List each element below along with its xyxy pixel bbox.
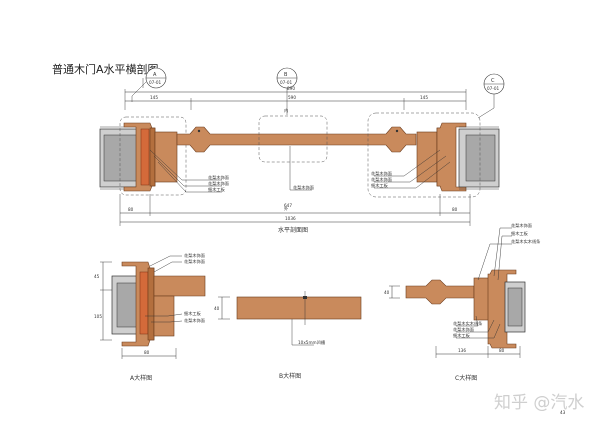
mark-inner: 内: [284, 107, 288, 114]
callout-a-boundary: [119, 116, 187, 196]
detail-c-dim-right: 80: [499, 348, 505, 353]
detail-a-dim-mid: 105: [94, 314, 102, 319]
watermark: 知乎 @汽水: [494, 393, 584, 413]
plan-caption: 水平剖面图: [278, 226, 308, 234]
callout-c-ref: 07-01: [487, 86, 500, 91]
plan-dims-top: 890 145 590 145: [124, 86, 467, 110]
callout-a-letter: A: [153, 72, 157, 78]
plan-left-notes: 花梨木饰面 花梨木饰面 细木工板: [149, 149, 229, 193]
dim-overall: 1036: [285, 216, 296, 221]
plan-right-note-2: 花梨木饰面: [371, 176, 392, 183]
dim-wall-left: 80: [128, 207, 134, 212]
dim-wall-right: 80: [452, 207, 458, 212]
plan-right-notes: 花梨木饰面 花梨木饰面 细木工板: [371, 149, 451, 189]
plan-left-jamb: [123, 122, 178, 192]
plan-right-jamb: [416, 122, 467, 192]
detail-b-dim: 40: [214, 306, 220, 311]
page-number: 43: [560, 410, 566, 415]
detail-a-note-2: 花梨木饰面: [184, 258, 205, 265]
callout-b-ref: 07-01: [280, 80, 293, 85]
callout-b-letter: B: [284, 72, 288, 78]
plan-door-leaf: [176, 126, 417, 153]
detail-a-note-1: 花梨木饰面: [184, 252, 205, 259]
detail-c: 40 136 80 花梨木饰面 细木工板 花梨木实木线条 花梨木实木线条 花梨木…: [384, 222, 541, 358]
drawing-title: 普通木门A水平横剖图: [52, 62, 159, 76]
plan-right-note-1: 花梨木饰面: [371, 170, 392, 177]
callout-a-ref: 07-01: [149, 80, 162, 85]
detail-c-note-4: 花梨木实木线条: [453, 320, 483, 327]
callout-b: B 07-01: [276, 67, 298, 115]
callout-c: C 07-01: [477, 73, 505, 119]
detail-c-note-5: 花梨木饰面: [453, 326, 474, 333]
detail-a-note-4: 花梨木饰面: [184, 317, 205, 324]
detail-a-dim-top: 45: [94, 274, 100, 279]
dim-middle: 590: [288, 95, 296, 100]
dim-left-seg: 145: [150, 95, 158, 100]
plan-dims-bottom: 80 647 80 1036: [119, 194, 471, 226]
plan-left-note-3: 细木工板: [208, 186, 226, 193]
plan-center-note: 花梨木饰面: [289, 146, 314, 191]
detail-c-caption: C大样图: [455, 374, 477, 382]
detail-c-note-6: 细木工板: [453, 332, 471, 339]
detail-a: 45 105 80 花梨木饰面 花梨木饰面 细木工板 花梨木饰面: [94, 252, 206, 359]
dim-total-top: 890: [287, 86, 295, 91]
detail-a-note-3: 细木工板: [184, 310, 202, 317]
callout-b-boundary: [258, 115, 328, 163]
plan-center-note-text: 花梨木饰面: [293, 184, 314, 191]
detail-c-note-3: 花梨木实木线条: [511, 238, 541, 245]
plan-left-note-1: 花梨木饰面: [208, 174, 229, 181]
detail-b: 40 10x5mm凹槽: [214, 291, 362, 346]
dim-right-seg: 145: [420, 95, 428, 100]
dim-clear: 647: [284, 203, 292, 208]
detail-b-caption: B大样图: [279, 372, 301, 380]
detail-a-dim-bottom: 80: [144, 350, 150, 355]
detail-c-dim-left: 136: [458, 348, 466, 353]
detail-c-note-2: 细木工板: [511, 230, 529, 237]
detail-c-note-1: 花梨木饰面: [511, 222, 532, 229]
detail-c-dim-side: 40: [384, 290, 390, 295]
plan-right-wall: [458, 126, 500, 190]
mark-outer: 外: [284, 205, 289, 212]
callout-a: A 07-01: [131, 67, 167, 102]
plan-right-note-3: 细木工板: [371, 182, 389, 189]
callout-c-letter: C: [491, 78, 495, 84]
plan-left-note-2: 花梨木饰面: [208, 180, 229, 187]
callout-c-boundary: [367, 112, 481, 198]
detail-a-caption: A大样图: [130, 374, 152, 382]
detail-b-note: 10x5mm凹槽: [298, 339, 326, 346]
